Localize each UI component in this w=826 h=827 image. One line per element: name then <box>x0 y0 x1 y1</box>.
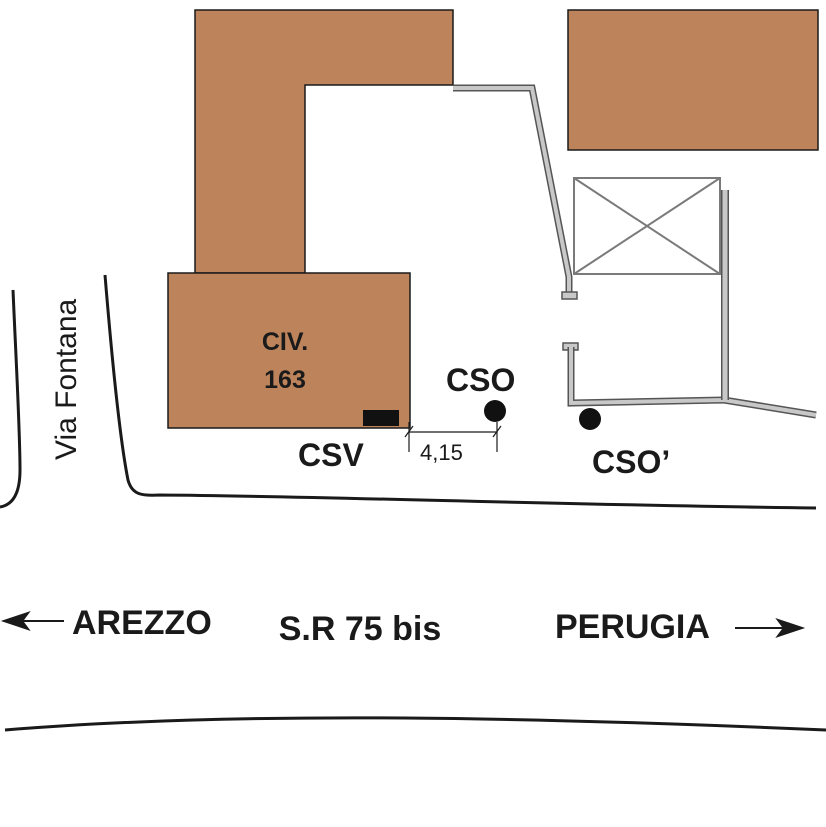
building-number-line1: CIV. <box>262 328 308 356</box>
building-top-right <box>567 9 819 151</box>
cso-label: CSO <box>446 362 515 398</box>
arrow-left-icon <box>0 611 64 631</box>
wall-lower <box>567 347 817 419</box>
via-fontana-left-edge <box>0 289 22 509</box>
crossed-box-icon <box>573 177 721 275</box>
building-civ-163 <box>167 272 411 429</box>
wall-upper-inner <box>453 86 571 295</box>
walls <box>453 84 817 419</box>
direction-right-label: PERUGIA <box>555 608 710 646</box>
direction-left-label: AREZZO <box>72 604 212 642</box>
building-l-shaped <box>194 9 454 274</box>
distance-dimension <box>404 422 502 452</box>
wall-end-cap-top <box>561 291 578 300</box>
arrow-right-icon <box>735 618 806 638</box>
wall-lower-inner <box>569 347 817 417</box>
via-fontana-label: Via Fontana <box>50 298 83 460</box>
via-fontana-road <box>0 274 817 510</box>
via-fontana-right-edge <box>103 274 817 510</box>
road-bottom-edge <box>4 716 826 732</box>
rect-marker-icon <box>363 410 399 426</box>
distance-label: 4,15 <box>420 440 463 465</box>
point-marker-icon <box>484 400 506 422</box>
road-name-label: S.R 75 bis <box>279 610 442 648</box>
buildings <box>167 9 819 429</box>
building-number-line2: 163 <box>264 366 306 394</box>
point-marker-icon-prime <box>579 408 601 430</box>
cso-prime-label: CSO’ <box>592 444 670 480</box>
csv-label: CSV <box>298 437 364 473</box>
